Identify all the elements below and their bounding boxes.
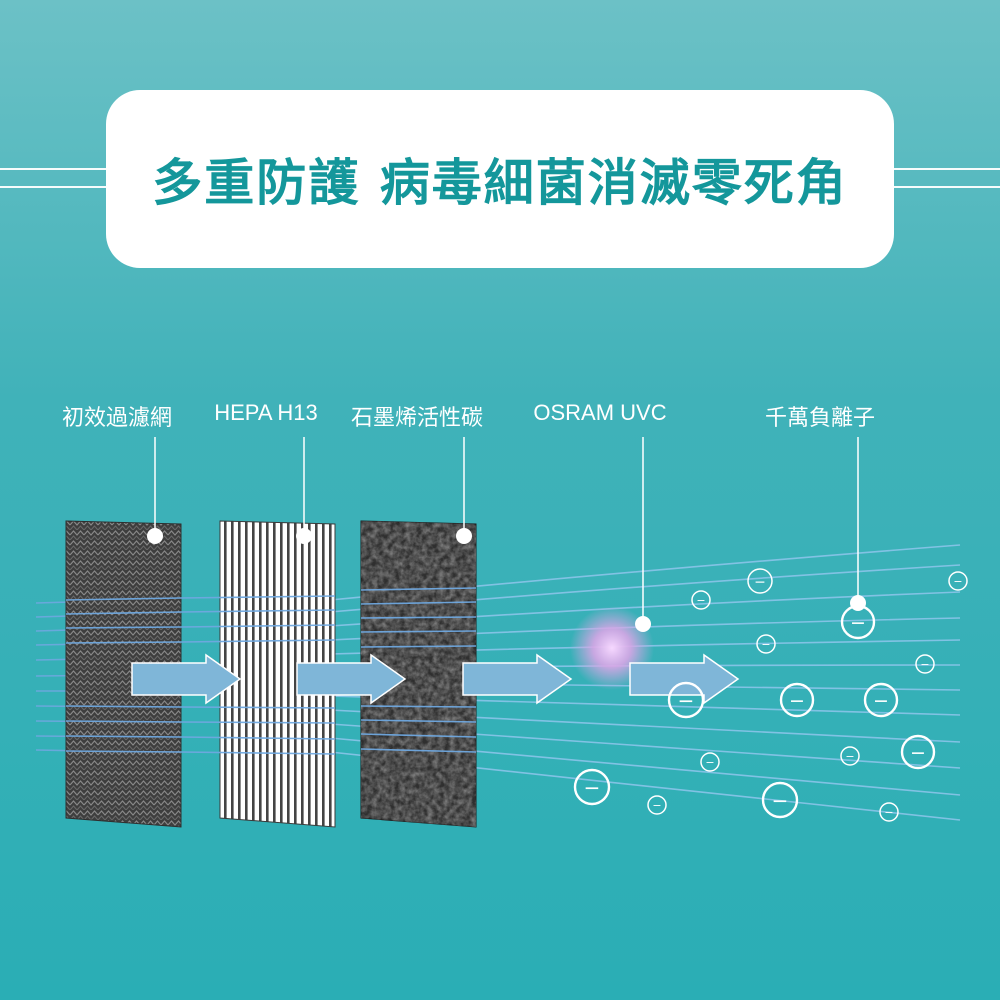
ion-minus-sign: − xyxy=(884,806,893,819)
ion-minus-sign: − xyxy=(652,799,661,812)
arrow-2 xyxy=(296,653,407,705)
ion-minus-sign: − xyxy=(953,575,962,588)
label-ion: 千萬負離子 xyxy=(764,405,876,430)
dot-carbon xyxy=(456,528,472,544)
arrow-1 xyxy=(131,653,242,705)
page-title: 多重防護 病毒細菌消滅零死角 xyxy=(152,154,848,212)
dot-ion xyxy=(850,595,866,611)
dot-uvc xyxy=(635,616,651,632)
ion-bubble xyxy=(900,734,936,770)
prefilter-panel xyxy=(65,520,182,828)
deco-line-right-bottom xyxy=(894,186,1000,188)
ion-minus-sign: − xyxy=(584,776,601,800)
ion-bubble xyxy=(840,604,876,640)
arrow-4 xyxy=(629,653,740,705)
ion-bubble xyxy=(840,746,860,766)
arrow-3 xyxy=(462,653,573,705)
ion-minus-sign: − xyxy=(761,638,770,651)
leader-dots xyxy=(147,528,866,632)
ion-bubble xyxy=(863,682,899,718)
dot-hepa xyxy=(296,528,312,544)
negative-ions: − − − − − − − − − − − − − − − − xyxy=(573,568,968,822)
ion-bubble xyxy=(879,802,899,822)
ion-bubble xyxy=(647,795,667,815)
deco-line-right-top xyxy=(894,168,1000,170)
ion-bubble xyxy=(761,781,799,819)
ion-bubble xyxy=(691,590,711,610)
ion-minus-sign: − xyxy=(850,612,866,634)
ion-bubble xyxy=(948,571,968,591)
ion-bubble xyxy=(747,568,773,594)
ion-minus-sign: − xyxy=(845,750,854,763)
label-prefilter: 初效過濾網 xyxy=(61,405,173,430)
ion-minus-sign: − xyxy=(910,742,926,764)
ion-minus-sign: − xyxy=(696,594,705,607)
title-card: 多重防護 病毒細菌消滅零死角 xyxy=(106,90,894,268)
ion-minus-sign: − xyxy=(873,690,889,712)
ion-minus-sign: − xyxy=(920,658,929,671)
flow-arrows xyxy=(131,653,740,705)
hepa-panel xyxy=(180,520,336,828)
dot-prefilter xyxy=(147,528,163,544)
ion-minus-sign: − xyxy=(705,756,714,769)
ion-bubble xyxy=(756,634,776,654)
carbon-panel xyxy=(360,520,477,828)
deco-line-left-top xyxy=(0,168,106,170)
leader-lines xyxy=(154,437,859,624)
ion-minus-sign: − xyxy=(772,789,789,813)
ion-minus-sign: − xyxy=(754,574,766,590)
label-uvc: OSRAM UVC xyxy=(533,400,667,425)
ion-bubble xyxy=(667,681,705,719)
label-hepa: HEPA H13 xyxy=(214,400,318,425)
label-carbon: 石墨烯活性碳 xyxy=(350,405,484,430)
deco-line-left-bottom xyxy=(0,186,106,188)
ion-bubble xyxy=(915,654,935,674)
ion-bubble xyxy=(779,682,815,718)
ion-minus-sign: − xyxy=(678,689,695,713)
ion-bubble xyxy=(573,768,611,806)
ion-bubble xyxy=(700,752,720,772)
ion-minus-sign: − xyxy=(789,690,805,712)
